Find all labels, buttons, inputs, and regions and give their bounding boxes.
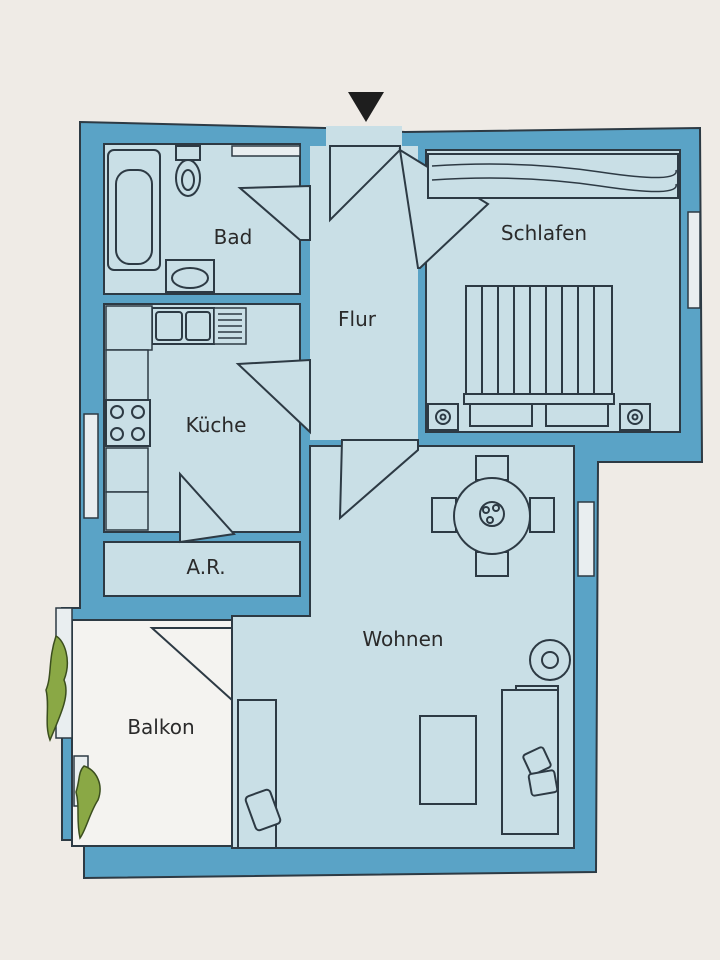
- entrance-door-opening: [326, 126, 402, 148]
- room-label-balkon: Balkon: [127, 715, 194, 739]
- wardrobe: [427, 153, 679, 199]
- room-flur-floor: [310, 146, 418, 440]
- room-label-kueche: Küche: [186, 413, 247, 437]
- room-label-bad: Bad: [214, 225, 253, 249]
- cushions: [522, 746, 559, 797]
- entrance-arrow-icon: [348, 92, 384, 122]
- room-label-flur: Flur: [338, 307, 377, 331]
- door-swing-wohnen: [338, 439, 419, 521]
- toilet: [175, 145, 201, 197]
- door-swing-kueche: [235, 358, 311, 435]
- round-side-table: [529, 639, 571, 681]
- room-ar-floor: [104, 542, 300, 596]
- stove: [105, 399, 151, 447]
- door-swing-ar: [179, 471, 236, 544]
- bed: [463, 285, 615, 427]
- room-label-wohnen: Wohnen: [362, 627, 443, 651]
- door-swing-balkon: [149, 627, 233, 703]
- dining-table: [431, 455, 555, 577]
- bathroom-sink: [165, 259, 215, 293]
- kitchen-sink: [151, 307, 215, 345]
- desk: [237, 699, 282, 849]
- nightstand-left: [427, 403, 459, 431]
- door-swing-bad: [237, 184, 311, 241]
- room-label-ar: A.R.: [186, 555, 225, 579]
- nightstand-right: [619, 403, 651, 431]
- kitchen-counter: [105, 305, 153, 531]
- room-outlines: [71, 143, 681, 849]
- coffee-table: [419, 715, 477, 805]
- kitchen-drainboard: [213, 307, 247, 345]
- bathtub: [107, 149, 161, 271]
- room-label-schlafen: Schlafen: [501, 221, 587, 245]
- plant-icon: [45, 634, 101, 840]
